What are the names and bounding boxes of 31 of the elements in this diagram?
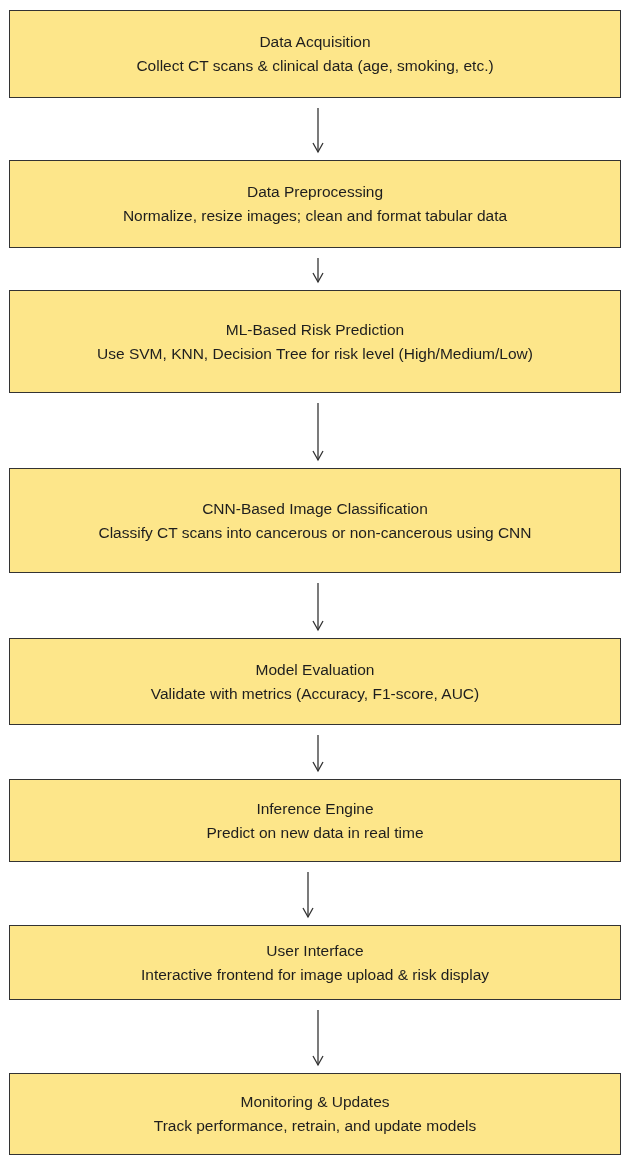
box-heading: ML-Based Risk Prediction [225,319,405,340]
box-heading: Inference Engine [256,798,374,819]
process-box [9,160,621,248]
box-description: Normalize, resize images; clean and format tabular data [122,206,508,226]
box-heading: CNN-Based Image Classification [202,498,428,519]
arrow [302,871,314,918]
process-box [9,638,621,725]
box-description: Classify CT scans into cancerous or non-cancerous using CNN [98,522,532,543]
arrow [312,1009,324,1066]
arrow [312,402,324,461]
arrow [312,582,324,631]
box-heading: Data Acquisition [259,32,371,52]
process-box [9,1073,621,1155]
arrow [312,734,324,772]
box-description: Validate with metrics (Accuracy, F1-score, AUC) [150,683,480,704]
box-description: Track performance, retrain, and update models [153,1116,477,1136]
box-heading: Model Evaluation [255,659,375,680]
box-heading: Monitoring & Updates [240,1092,390,1112]
process-box [9,468,621,573]
process-box [9,10,621,98]
box-description: Use SVM, KNN, Decision Tree for risk level (High/Medium/Low) [97,343,533,364]
process-box [9,779,621,862]
box-description: Interactive frontend for image upload & risk display [140,964,490,985]
process-box [9,925,621,1000]
arrow [312,107,324,153]
box-description: Collect CT scans & clinical data (age, smoking, etc.) [136,56,494,76]
box-heading: User Interface [266,940,364,961]
process-box [9,290,621,393]
box-description: Predict on new data in real time [206,822,424,843]
box-heading: Data Preprocessing [246,182,384,202]
arrow [312,257,324,283]
